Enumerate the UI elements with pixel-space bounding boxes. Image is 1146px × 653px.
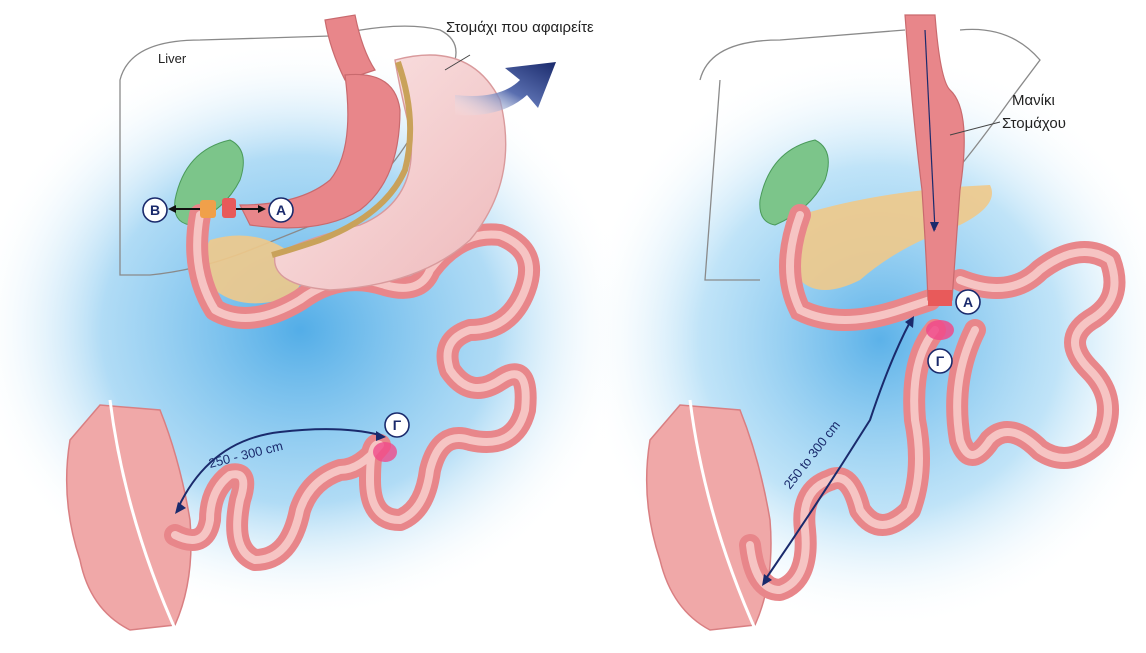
sleeve-label-line1: Μανίκι	[1012, 92, 1055, 109]
svg-text:A: A	[276, 202, 286, 218]
marker-b: B	[143, 198, 167, 222]
junction-a	[928, 290, 952, 306]
svg-text:Γ: Γ	[936, 353, 945, 369]
liver-label: Liver	[158, 51, 187, 66]
marker-a: A	[956, 290, 980, 314]
sleeve-label-line2: Στομάχου	[1002, 115, 1066, 132]
left-panel: B A Γ Liver Στομάχι που αφαιρείτε 250 - …	[0, 15, 630, 640]
junction-g	[373, 442, 397, 462]
svg-text:A: A	[963, 294, 973, 310]
junction-g	[926, 320, 954, 340]
marker-g: Γ	[928, 349, 952, 373]
pylorus-mark-b	[200, 200, 216, 218]
marker-g: Γ	[385, 413, 409, 437]
pylorus-mark-a	[222, 198, 236, 218]
svg-text:B: B	[150, 202, 160, 218]
svg-text:Γ: Γ	[393, 417, 402, 433]
removed-stomach-label: Στομάχι που αφαιρείτε	[446, 19, 594, 36]
marker-a: A	[269, 198, 293, 222]
right-panel: A Γ Μανίκι Στομάχου 250 to 300 cm	[580, 15, 1146, 640]
